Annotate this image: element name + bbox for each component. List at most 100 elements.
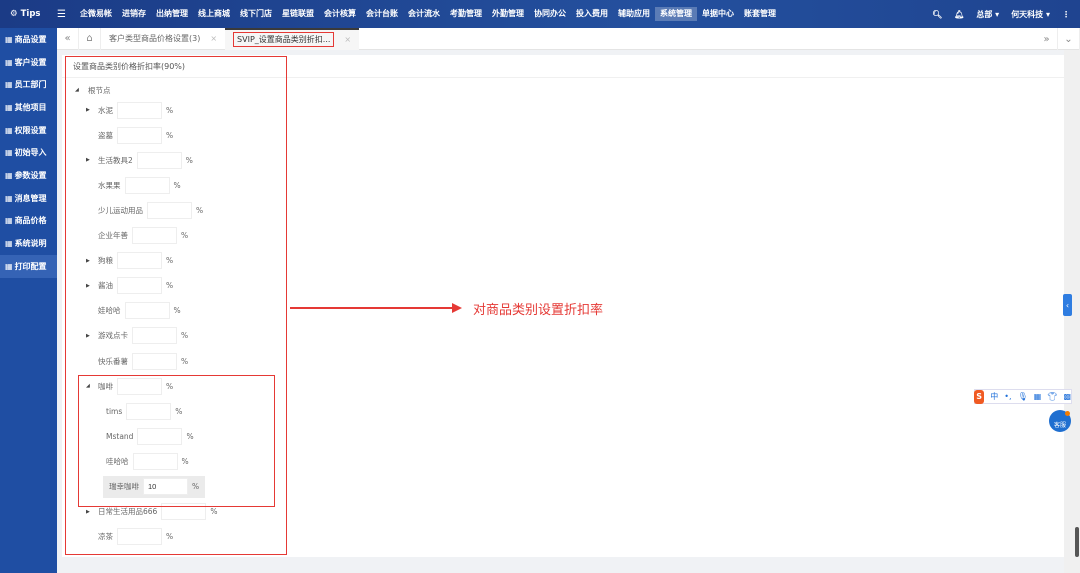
tree-node: 娃哈哈%: [86, 302, 181, 320]
caret-right-icon[interactable]: ▶: [86, 332, 90, 339]
home-icon[interactable]: ⌂: [79, 27, 101, 50]
sidebar-item[interactable]: ▦权限设置: [5, 125, 47, 135]
nav-item[interactable]: 考勤管理: [450, 9, 482, 18]
notification-dot: [1065, 411, 1070, 416]
collapse-panel-button[interactable]: ‹: [1063, 294, 1072, 316]
sidebar-item[interactable]: ▦打印配置: [0, 254, 57, 278]
sidebar-item[interactable]: ▦参数设置: [5, 170, 47, 180]
scrollbar[interactable]: [1075, 527, 1079, 557]
tree-root[interactable]: ◢ 根节点: [75, 85, 111, 95]
discount-input[interactable]: [124, 302, 170, 320]
discount-input[interactable]: [117, 126, 162, 144]
logo[interactable]: ⚙Tips: [10, 9, 41, 19]
caret-down-icon[interactable]: ◢: [86, 383, 90, 390]
discount-input[interactable]: [136, 151, 182, 169]
discount-input[interactable]: [117, 377, 162, 395]
nav-item[interactable]: 辅助应用: [618, 9, 650, 18]
tree-node: ▶生活教具2%: [86, 151, 193, 169]
nav-item[interactable]: 会计台账: [366, 9, 398, 18]
sidebar: ▦商品设置 ▦客户设置 ▦员工部门 ▦其他项目 ▦权限设置 ▦初始导入 ▦参数设置 ▦消息管理…: [0, 28, 57, 573]
caret-right-icon[interactable]: ▶: [86, 508, 90, 515]
nav-item[interactable]: 进销存: [122, 9, 146, 18]
grid-icon: ▦: [5, 148, 13, 158]
tree-node: 哇哈哈%: [106, 452, 189, 470]
highlight-box: [65, 56, 287, 555]
punctuation-icon[interactable]: •,: [1004, 392, 1012, 401]
discount-input[interactable]: [132, 452, 178, 470]
discount-input[interactable]: [132, 327, 177, 345]
sidebar-item[interactable]: ▦系统说明: [5, 239, 47, 249]
sidebar-item[interactable]: ▦商品设置: [5, 34, 47, 44]
search-icon[interactable]: 🔍︎: [932, 9, 943, 19]
discount-input[interactable]: [117, 277, 162, 295]
discount-input[interactable]: [117, 528, 162, 546]
tree-node: ▶酱油%: [86, 277, 173, 295]
more-icon[interactable]: ⋮: [1062, 9, 1070, 19]
nav-item[interactable]: 投入费用: [576, 9, 608, 18]
company-dropdown[interactable]: 何天科技 ▾: [1011, 9, 1050, 19]
nav-item[interactable]: 协同办公: [534, 9, 566, 18]
sidebar-item[interactable]: ▦消息管理: [5, 193, 47, 203]
caret-right-icon[interactable]: ▶: [86, 257, 90, 264]
grid-icon: ▦: [5, 57, 13, 67]
caret-right-icon[interactable]: ▶: [86, 157, 90, 164]
ime-toolbar[interactable]: S 中 •, 🎙︎ ▦ 👕︎ ▩: [974, 389, 1072, 404]
tab-customer-price[interactable]: 客户类型商品价格设置(3)×: [109, 34, 218, 43]
caret-down-icon[interactable]: ◢: [75, 87, 79, 93]
discount-input[interactable]: [124, 176, 170, 194]
tree-node: 企业年善%: [86, 227, 188, 245]
discount-input[interactable]: [126, 402, 172, 420]
divider: [62, 77, 1064, 78]
grid-icon: ▦: [5, 102, 13, 112]
nav-item[interactable]: 星链联盟: [282, 9, 314, 18]
close-icon[interactable]: ×: [210, 34, 218, 43]
nav-item[interactable]: 会计流水: [408, 9, 440, 18]
chevron-down-icon[interactable]: ⌄: [1058, 28, 1080, 50]
discount-input[interactable]: [132, 227, 177, 244]
tree-node: ◢咖啡%: [86, 377, 173, 395]
skin-icon[interactable]: 👕︎: [1047, 392, 1058, 401]
nav-item[interactable]: 系统管理: [655, 7, 697, 21]
tab-svip-discount[interactable]: SVIP_设置商品类别折扣...×: [225, 27, 360, 50]
caret-right-icon[interactable]: ▶: [86, 107, 90, 113]
branch-dropdown[interactable]: 总部 ▾: [976, 9, 1000, 19]
close-icon[interactable]: ×: [344, 35, 352, 44]
nav-item[interactable]: 单据中心: [702, 9, 734, 18]
bell-icon[interactable]: 🔔︎: [954, 9, 965, 19]
grid-icon: ▦: [5, 80, 13, 90]
discount-input[interactable]: [117, 101, 162, 119]
tree-node: 瑞幸咖啡%: [103, 475, 206, 498]
discount-input[interactable]: [147, 201, 192, 219]
tree-node: 盗墓%: [86, 126, 173, 144]
discount-input[interactable]: [132, 352, 177, 370]
sidebar-item[interactable]: ▦商品价格: [5, 216, 47, 226]
sidebar-item[interactable]: ▦员工部门: [5, 80, 47, 90]
nav-item[interactable]: 线下门店: [240, 9, 272, 18]
discount-input[interactable]: [117, 252, 162, 270]
discount-input[interactable]: [143, 478, 188, 495]
discount-input[interactable]: [161, 503, 207, 521]
nav-item[interactable]: 出纳管理: [156, 9, 188, 18]
sidebar-item[interactable]: ▦客户设置: [5, 57, 47, 67]
top-nav-bar: ⚙Tips ☰ 企微易帐 进销存 出纳管理 线上商城 线下门店 星链联盟 会计核算 会计台账 会…: [0, 0, 1080, 28]
nav-item[interactable]: 线上商城: [198, 9, 230, 18]
grid-icon: ▦: [5, 216, 13, 226]
grid-icon: ▦: [5, 170, 13, 180]
nav-item[interactable]: 企微易帐: [80, 9, 112, 18]
menu-toggle-icon[interactable]: ☰: [57, 8, 66, 20]
tree-node: ▶日常生活用品666%: [86, 503, 217, 521]
scroll-right-icon[interactable]: »: [1036, 28, 1058, 50]
discount-input[interactable]: [137, 427, 183, 445]
nav-item[interactable]: 外勤管理: [492, 9, 524, 18]
keyboard-icon[interactable]: ▦: [1033, 392, 1042, 401]
grid-icon[interactable]: ▩: [1063, 392, 1071, 401]
nav-item[interactable]: 账套管理: [744, 9, 776, 18]
grid-icon: ▦: [5, 125, 13, 135]
customer-service-button[interactable]: 客服: [1049, 410, 1071, 432]
sidebar-item[interactable]: ▦初始导入: [5, 148, 47, 158]
scroll-left-icon[interactable]: «: [57, 27, 79, 50]
microphone-icon[interactable]: 🎙︎: [1017, 392, 1028, 401]
sidebar-item[interactable]: ▦其他项目: [5, 102, 47, 112]
caret-right-icon[interactable]: ▶: [86, 282, 90, 289]
nav-item[interactable]: 会计核算: [324, 9, 356, 18]
